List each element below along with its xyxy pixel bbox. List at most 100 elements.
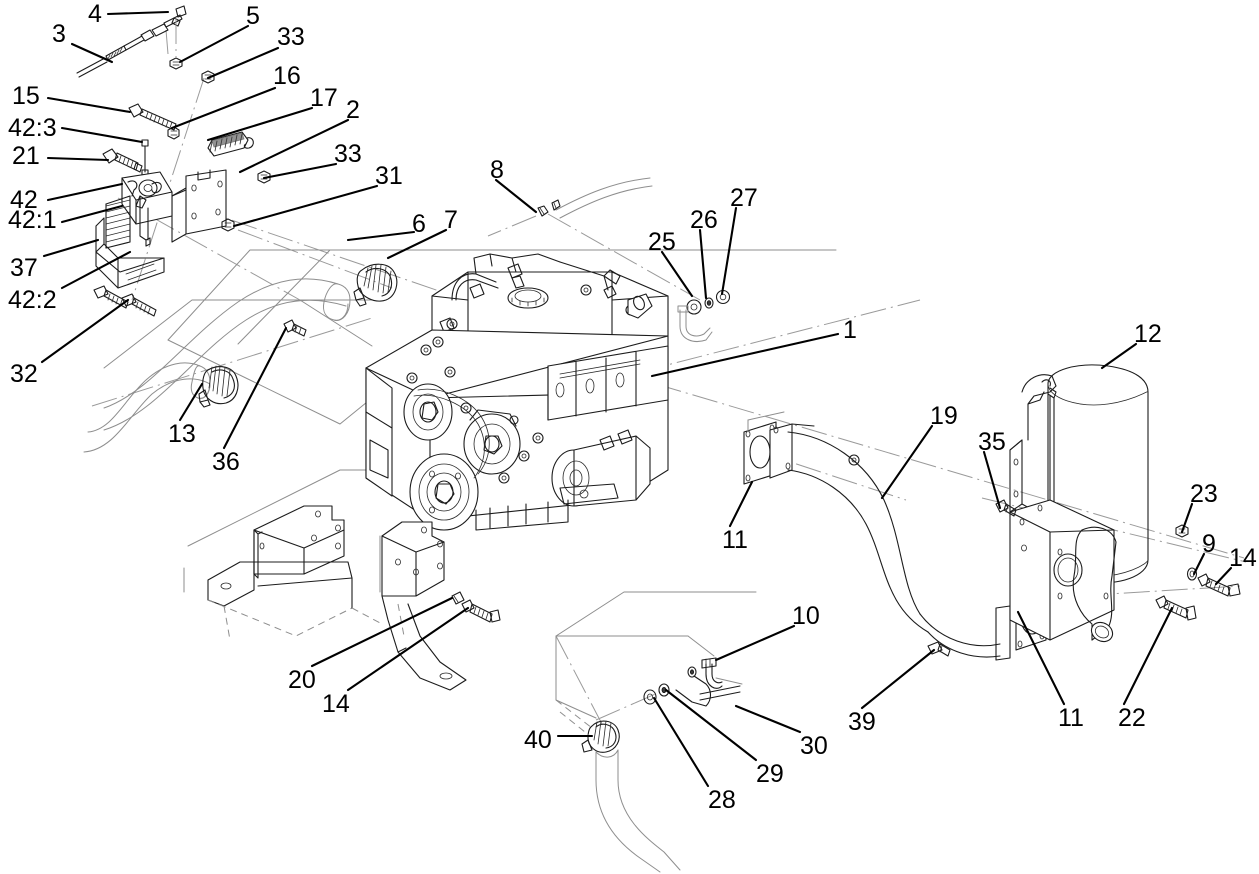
leader-line-10 (714, 624, 796, 662)
callout-c33b: 33 (334, 140, 362, 168)
leader-line-13 (178, 382, 204, 422)
part-39-bolt-short (927, 641, 951, 657)
part-13-hose-clamp-lower (198, 365, 239, 408)
leader-line-39 (860, 648, 936, 710)
leader-line-23 (1180, 502, 1194, 534)
leader-line-9 (1192, 552, 1206, 576)
part-36-screw-clamp (283, 319, 307, 337)
leader-line-17 (206, 106, 314, 142)
part-25-washer-flat (686, 299, 702, 315)
leader-line-5 (178, 24, 250, 64)
part-28-nut-hex-small (643, 683, 670, 705)
engine-oil-cap (507, 287, 549, 309)
part-1-engine-assembly (365, 253, 669, 531)
callout-c17: 17 (310, 84, 338, 112)
callout-c25: 25 (648, 228, 676, 256)
leader-line-8 (494, 178, 538, 214)
callout-c22: 22 (1118, 704, 1146, 732)
engine-starter-motor (551, 429, 651, 507)
leader-line-32 (40, 298, 130, 364)
leader-line-16 (170, 86, 277, 130)
part-4-cable-end-fitting (140, 5, 187, 42)
callout-c5: 5 (246, 2, 260, 30)
callout-c11a: 11 (722, 526, 748, 554)
callout-leader-lines (40, 10, 1233, 788)
callout-c4: 4 (88, 0, 102, 28)
leader-line-42:1 (60, 204, 124, 224)
leader-line-15 (46, 96, 132, 114)
callout-c14c: 14 (1229, 544, 1257, 572)
callout-c42_2: 42:2 (8, 286, 57, 314)
callout-c14b: 14 (322, 690, 350, 718)
parts-25-26-27-fasteners (677, 289, 731, 342)
part-42-1-control-spring (105, 180, 138, 249)
leader-line-4 (106, 10, 170, 16)
callout-c20: 20 (288, 666, 316, 694)
part-31-nut-lock (221, 218, 235, 232)
part-14-hex-bolt-b (1197, 573, 1241, 597)
callout-c1: 1 (843, 316, 857, 344)
callout-c13: 13 (168, 420, 196, 448)
leader-line-33 (206, 46, 280, 80)
part-14-hex-bolt-a (461, 599, 501, 623)
leader-line-28 (652, 696, 710, 788)
engine-pan-bolts (406, 336, 544, 484)
callout-c39: 39 (848, 708, 876, 736)
callout-c32: 32 (10, 360, 38, 388)
callout-c8: 8 (490, 156, 504, 184)
callout-c42: 42 (10, 186, 38, 214)
part-7-hose-clamp (353, 263, 398, 307)
callout-c3: 3 (52, 20, 66, 48)
part-32-cap-screw (121, 293, 157, 317)
part-5-nut (169, 57, 183, 70)
part-20-bolt-head (451, 591, 465, 605)
leader-line-1 (650, 332, 840, 378)
callout-c31: 31 (375, 162, 403, 190)
callout-c16: 16 (273, 62, 301, 90)
leader-line-19 (880, 424, 934, 500)
callout-c12: 12 (1134, 320, 1162, 348)
part-30-tube-line (675, 675, 743, 707)
callout-c28: 28 (708, 786, 736, 814)
engine-lift-eye (627, 293, 653, 319)
callout-c6: 6 (412, 210, 426, 238)
callout-c27: 27 (730, 184, 758, 212)
leader-line-14 (346, 606, 470, 692)
leader-line-25 (660, 250, 694, 298)
callout-c36: 36 (212, 448, 240, 476)
part-16-nut-small (167, 126, 180, 140)
engine-exhaust-manifold (547, 345, 669, 421)
callout-c2: 2 (346, 96, 360, 124)
leader-line-11 (728, 480, 754, 528)
parts-10-28-29-30-fuel-line (555, 657, 743, 873)
callout-c37: 37 (10, 254, 38, 282)
callout-c23: 23 (1190, 480, 1218, 508)
part-29-washer-tiny (687, 666, 697, 678)
callout-c33a: 33 (277, 23, 305, 51)
callout-c15: 15 (12, 82, 40, 110)
callout-c26: 26 (690, 206, 718, 234)
part-17-extension-spring (207, 131, 254, 157)
leader-line-27 (720, 206, 738, 296)
callout-c19: 19 (930, 402, 958, 430)
leader-line-31 (232, 184, 379, 228)
leader-line-14 (1214, 566, 1233, 586)
leader-line-7 (386, 228, 448, 260)
leader-line-42:2 (60, 250, 132, 290)
part-40-hose-clamp-band (581, 720, 620, 753)
leader-line-3 (70, 42, 114, 64)
part-8-clamp-small (537, 177, 653, 219)
callout-c42_3: 42:3 (8, 114, 57, 142)
leader-line-30 (734, 704, 802, 734)
part-15-carriage-bolt (128, 103, 177, 131)
callout-c42_1: 42:1 (8, 206, 57, 234)
leader-line-33 (262, 162, 338, 180)
leader-line-22 (1122, 606, 1174, 706)
callout-c40: 40 (524, 726, 552, 754)
part-20-engine-mount-bracket (207, 505, 501, 691)
part-42-throttle-control-assembly (76, 5, 271, 317)
leader-line-21 (46, 156, 110, 162)
callout-c9: 9 (1202, 530, 1216, 558)
